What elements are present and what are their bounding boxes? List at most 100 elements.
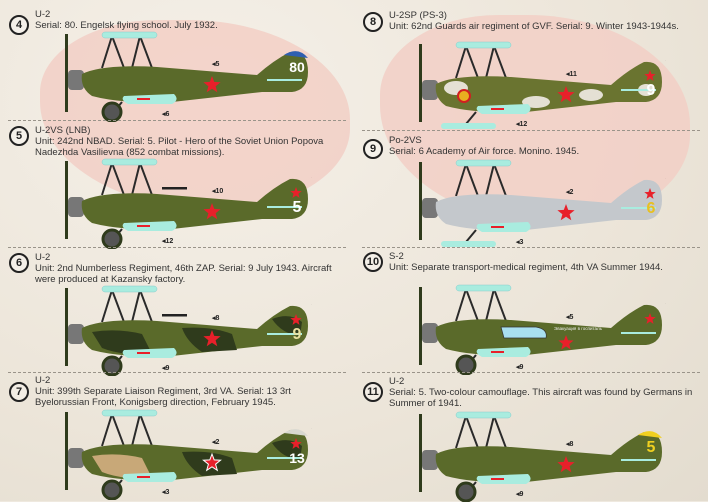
aircraft-type: U-2SP (PS-3) — [389, 10, 447, 21]
tail-cap — [284, 429, 308, 436]
propeller — [419, 44, 422, 122]
engine — [422, 198, 438, 218]
fuselage — [81, 178, 308, 230]
scheme-number-badge: 4 — [9, 15, 29, 35]
camouflage-patch — [92, 330, 152, 355]
ski — [441, 123, 496, 129]
aircraft-profile: 6◂1◂2◂3 — [419, 159, 666, 247]
red-star-tail — [290, 438, 302, 449]
callout-wing: ◂9 — [515, 491, 524, 498]
camouflage-patch — [92, 454, 152, 479]
wheel — [455, 481, 477, 502]
callout-fuselage: ◂8 — [565, 441, 574, 448]
wheel — [455, 354, 477, 375]
red-star-fuselage — [202, 452, 222, 472]
callout-fuselage: ◂5 — [565, 314, 574, 321]
engine — [68, 70, 84, 90]
callout-tail: ◂1 — [311, 425, 312, 432]
scheme-number-badge: 10 — [363, 252, 383, 272]
callout-wing: ◂12 — [515, 121, 527, 128]
wing-struts — [101, 413, 153, 493]
cabin-inscription: Эвакуация в госпиталь — [554, 326, 603, 331]
red-star-tail — [644, 313, 656, 324]
divider — [8, 372, 346, 373]
callout-tail: ◂7 — [665, 300, 666, 307]
scheme-description: Unit: 62nd Guards air regiment of GVF. S… — [389, 21, 679, 32]
scheme-number-badge: 5 — [9, 126, 29, 146]
fuselage — [435, 179, 662, 231]
scheme-number-badge: 7 — [9, 382, 29, 402]
divider — [362, 247, 700, 248]
engine — [68, 448, 84, 468]
upper-wing — [455, 284, 512, 292]
scheme-description: Unit: 242nd NBAD. Serial: 5. Pilot - Her… — [35, 136, 324, 158]
scheme-number-badge: 9 — [363, 139, 383, 159]
callout-tail: ◂4 — [311, 174, 312, 181]
guards-emblem — [457, 89, 471, 103]
scheme-description: Unit: 399th Separate Liaison Regiment, 3… — [35, 386, 291, 408]
cabin-window — [500, 326, 547, 339]
wheel — [101, 228, 123, 249]
aircraft-profile: 5◂8◂9 — [419, 411, 662, 502]
red-star-fuselage — [557, 456, 575, 473]
divider — [362, 372, 700, 373]
engine — [422, 323, 438, 343]
wing-struts — [455, 45, 507, 125]
callout-fuselage: ◂10 — [211, 188, 223, 195]
aircraft-type: U-2 — [389, 376, 405, 387]
scheme-number-badge: 11 — [363, 382, 383, 402]
scheme-description: Serial: 6 Academy of Air force. Monino. … — [389, 146, 580, 157]
scheme-description: Unit: 2nd Numberless Regiment, 46th ZAP.… — [35, 263, 332, 285]
upper-wing — [101, 409, 158, 417]
aircraft-type: S-2 — [389, 251, 404, 262]
tail-number: 9 — [647, 82, 656, 99]
red-star-fuselage — [558, 335, 574, 350]
left-column: 4 U-2 Serial: 80. Engelsk flying school. … — [0, 0, 354, 501]
fuselage — [81, 51, 308, 103]
machine-gun — [162, 187, 187, 190]
callout-fuselage: ◂2 — [211, 439, 220, 446]
aircraft-profile: 5◂4◂10◂12 — [65, 158, 312, 249]
propeller — [65, 161, 68, 239]
aircraft-profile: 9 ◂10 ◂11 ◂12 — [419, 41, 666, 129]
wheel — [101, 479, 123, 500]
aircraft-type: U-2 — [35, 252, 51, 263]
callout-tail: ◂7 — [311, 301, 312, 308]
aircraft-profile: Эвакуация в госпиталь ◂7 ◂5 ◂9 — [419, 284, 666, 375]
wheel — [101, 101, 123, 122]
scheme-description: Serial: 80. Engelsk flying school. July … — [35, 20, 218, 31]
callout-wing: ◂6 — [161, 111, 170, 118]
callout-wing: ◂9 — [515, 364, 524, 371]
scheme-panel-8: 8 U-2SP (PS-3)Unit: 62nd Guards air regi… — [354, 0, 708, 130]
red-star-fuselage — [557, 204, 575, 221]
callout-tail: ◂10 — [665, 57, 666, 64]
divider — [362, 130, 700, 131]
fuselage — [435, 61, 662, 113]
engine — [422, 450, 438, 470]
propeller — [65, 288, 68, 366]
upper-wing — [101, 285, 158, 293]
tail-cap — [284, 51, 308, 58]
callout-fuselage: ◂8 — [211, 315, 220, 322]
callout-fuselage: ◂11 — [565, 71, 577, 78]
tail-cap — [638, 431, 662, 438]
callout-wing: ◂3 — [161, 489, 170, 496]
callout-fuselage: ◂5 — [211, 61, 220, 68]
tail-number: 5 — [293, 199, 302, 216]
callout-tail: ◂1 — [665, 175, 666, 182]
wing-struts — [455, 163, 507, 243]
divider — [8, 120, 346, 121]
scheme-description: Serial: 5. Two-colour camouflage. This a… — [389, 387, 693, 409]
machine-gun — [162, 314, 187, 317]
propeller — [419, 162, 422, 240]
wheel — [101, 355, 123, 376]
aircraft-profile: 13◂1◂2◂3 — [65, 409, 312, 500]
tail-number: 9 — [293, 326, 302, 343]
scheme-number-badge: 6 — [9, 253, 29, 273]
